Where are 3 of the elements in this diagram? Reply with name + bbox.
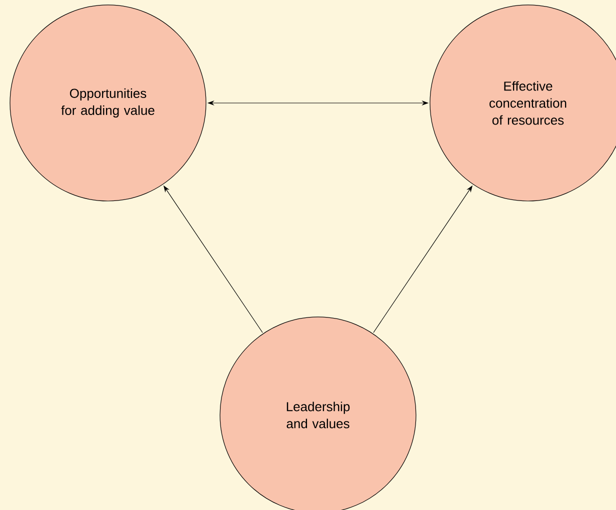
- circle-node: Effective concentration of resources: [430, 4, 616, 202]
- circle-node: Opportunities for adding value: [10, 4, 206, 202]
- circle-node: Leadership and values: [220, 316, 416, 510]
